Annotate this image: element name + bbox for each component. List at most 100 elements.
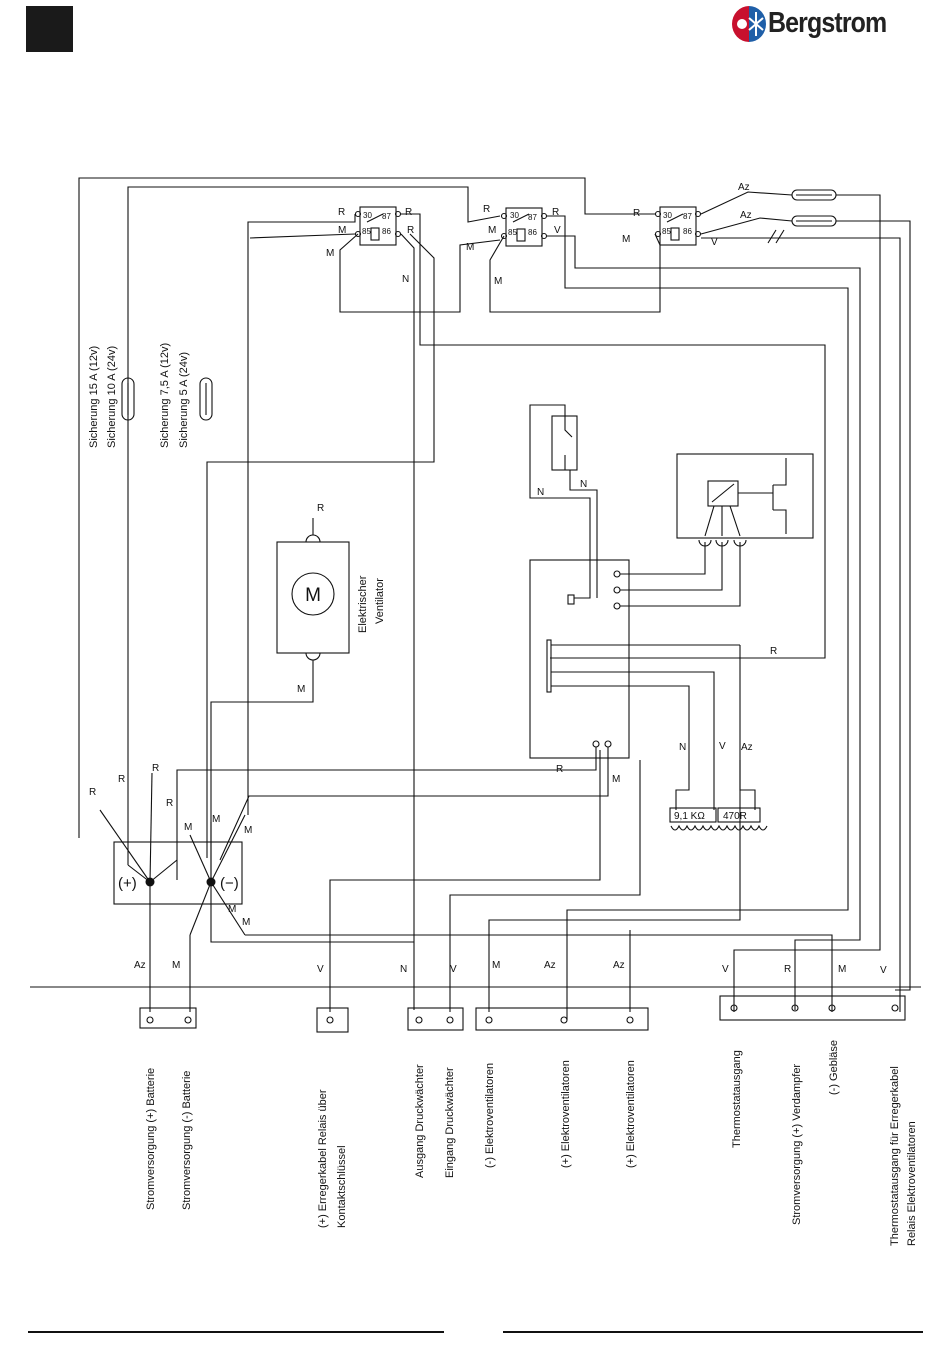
wire-label-r: R: [152, 763, 159, 774]
battery: (+) (−): [99, 772, 833, 1012]
wire-label-v: V: [711, 237, 718, 248]
relay-2-pin-87: 87: [528, 213, 537, 222]
wire-labels: R M M R R N R M M M R V R M V Az Az R N …: [89, 182, 887, 976]
thermostat-unit: [676, 453, 814, 547]
wire-label-r: R: [405, 207, 412, 218]
wire-label-n: N: [402, 274, 409, 285]
relay-1-pin-87: 87: [382, 212, 391, 221]
wire-label-v: V: [719, 741, 726, 752]
wire-label-r: R: [552, 207, 559, 218]
wire-label-m: M: [622, 234, 630, 245]
resistor-2-value: 470R: [723, 811, 747, 822]
terminal-label-fans-plus-2: (+) Elektroventilatoren: [625, 1060, 637, 1168]
fuse-main-label-2: Sicherung 10 A (24v): [106, 346, 118, 448]
relay-3-pin-86: 86: [683, 227, 692, 236]
relay-1-pin-85: 85: [362, 227, 371, 236]
wire-label-n: N: [537, 487, 544, 498]
terminal-label-excite-1: (+) Erregerkabel Relais über: [317, 1089, 329, 1228]
wire-label-v: V: [450, 964, 457, 975]
terminal-label-pressure-out: Ausgang Druckwächter: [414, 1064, 426, 1178]
wire-label-m: M: [338, 225, 346, 236]
wire-label-r: R: [784, 964, 791, 975]
wires-bottom: [30, 750, 921, 1012]
wire-label-m: M: [297, 684, 305, 695]
fuse-secondary: [199, 377, 213, 421]
wire-label-az: Az: [740, 210, 752, 221]
terminal-label-fans-minus: (-) Elektroventilatoren: [484, 1063, 496, 1168]
wire-label-r: R: [770, 646, 777, 657]
terminal-block-fans: [475, 1007, 649, 1031]
wire-label-r: R: [89, 787, 96, 798]
relay-2-pin-85: 85: [508, 228, 517, 237]
wire-label-m: M: [172, 960, 180, 971]
wire-label-r: R: [338, 207, 345, 218]
relay-1: 30 87 85 86: [354, 206, 402, 246]
battery-plus-label: (+): [118, 875, 137, 892]
footer-rule-left: [28, 1331, 444, 1333]
wire-label-r: R: [166, 798, 173, 809]
brand-logo: Bergstrom: [732, 4, 928, 44]
relay-1-pin-86: 86: [382, 227, 391, 236]
terminal-labels: Stromversorgung (+) Batterie Stromversor…: [145, 1040, 918, 1246]
terminal-block-pressure: [407, 1007, 464, 1031]
relay-3-pin-85: 85: [662, 227, 671, 236]
wire-label-m: M: [242, 917, 250, 928]
resistor-pack: 9,1 KΩ 470R: [669, 807, 768, 831]
terminal-block-evap: [719, 995, 906, 1021]
brand-name: Bergstrom: [768, 7, 887, 39]
wire-label-m: M: [466, 242, 474, 253]
wire-label-az: Az: [544, 960, 556, 971]
terminal-label-blower-minus: (-) Gebläse: [828, 1040, 840, 1095]
fuse-main-label-1: Sicherung 15 A (12v): [88, 346, 100, 448]
battery-minus-label: (−): [220, 875, 239, 892]
pressure-switch: [529, 404, 598, 599]
wire-label-m: M: [838, 964, 846, 975]
wire-label-n: N: [400, 964, 407, 975]
fuse-main: [121, 377, 135, 421]
wire-label-r: R: [633, 208, 640, 219]
terminal-block-battery: [139, 1007, 197, 1029]
wires-top: [78, 177, 911, 1020]
wire-label-az: Az: [741, 742, 753, 753]
fan-motor-symbol: M: [305, 585, 321, 606]
wire-label-v: V: [880, 965, 887, 976]
wire-label-m: M: [488, 225, 496, 236]
relay-3-pin-87: 87: [683, 212, 692, 221]
wire-label-m: M: [494, 276, 502, 287]
wire-label-r: R: [118, 774, 125, 785]
fuse-secondary-label-2: Sicherung 5 A (24v): [178, 352, 190, 448]
wire-label-m: M: [244, 825, 252, 836]
inline-fuse-right-2: [791, 215, 837, 227]
fan-motor: M: [210, 518, 414, 943]
wire-label-n: N: [580, 479, 587, 490]
wire-label-m: M: [326, 248, 334, 259]
wire-label-r: R: [483, 204, 490, 215]
terminal-label-thermo-excite-2: Relais Elektroventilatoren: [906, 1121, 918, 1246]
resistor-1-value: 9,1 KΩ: [674, 811, 705, 822]
snowflake-sun-badge-icon: [732, 6, 766, 42]
control-module: [176, 542, 825, 880]
terminal-label-battery-plus: Stromversorgung (+) Batterie: [145, 1068, 157, 1210]
terminal-label-pressure-in: Eingang Druckwächter: [444, 1067, 456, 1178]
terminal-label-battery-minus: Stromversorgung (-) Batterie: [181, 1071, 193, 1210]
wire-label-r: R: [407, 225, 414, 236]
relay-3: 30 87 85 86: [654, 206, 702, 246]
wire-label-v: V: [317, 964, 324, 975]
wire-label-r: R: [317, 503, 324, 514]
wire-label-r: R: [556, 764, 563, 775]
fan-motor-label-2: Ventilator: [374, 578, 386, 624]
wire-label-az: Az: [134, 960, 146, 971]
relay-2-pin-30: 30: [510, 211, 519, 220]
wire-label-az: Az: [738, 182, 750, 193]
wire-label-m: M: [612, 774, 620, 785]
terminal-label-excite-2: Kontaktschlüssel: [336, 1145, 348, 1228]
page-corner-marker: [26, 6, 73, 52]
wire-label-az: Az: [613, 960, 625, 971]
terminal-label-fans-plus-1: (+) Elektroventilatoren: [560, 1060, 572, 1168]
wire-label-m: M: [492, 960, 500, 971]
wire-label-m: M: [184, 822, 192, 833]
inline-fuse-right-1: [791, 189, 837, 201]
relay-3-pin-30: 30: [663, 211, 672, 220]
relay-2-pin-86: 86: [528, 228, 537, 237]
